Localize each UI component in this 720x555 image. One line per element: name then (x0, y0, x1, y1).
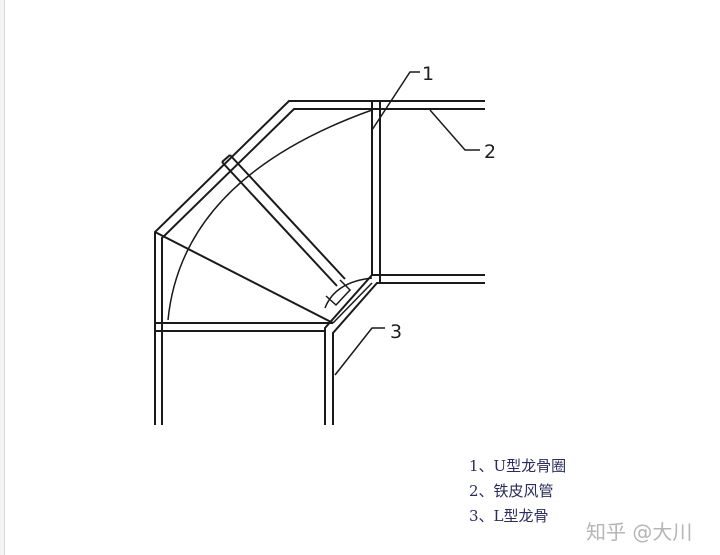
callout-1-label: 1 (422, 63, 434, 85)
inner-corner-square (325, 279, 352, 307)
callout-1-leader (371, 71, 420, 131)
diagonal-frame-lower (229, 154, 346, 280)
legend-item-3: 3、L型龙骨 (469, 507, 549, 525)
legend-item-2: 2、铁皮风管 (469, 482, 554, 500)
outer-arc (167, 109, 373, 321)
callout-2-label: 2 (484, 141, 496, 163)
watermark: 知乎 @大川 (586, 520, 693, 544)
legend-item-1: 1、U型龙骨圈 (469, 457, 567, 475)
tie-line (154, 231, 334, 324)
callout-3-label: 3 (390, 321, 402, 343)
legend: 1、U型龙骨圈 2、铁皮风管 3、L型龙骨 (469, 454, 669, 529)
elbow-outer-wall-inner (161, 108, 485, 425)
page-edge (0, 0, 5, 555)
diagonal-frame-cap (221, 154, 231, 163)
elbow-outer-wall (154, 100, 485, 425)
inner-corner-arc (324, 277, 373, 309)
elbow-inner-wall-outer (332, 282, 485, 425)
diagonal-frame-upper (221, 161, 338, 287)
elbow-inner-wall (324, 274, 485, 425)
callout-3-leader (334, 327, 385, 376)
inner-corner-diag (332, 282, 373, 324)
callout-2-leader (429, 109, 480, 151)
